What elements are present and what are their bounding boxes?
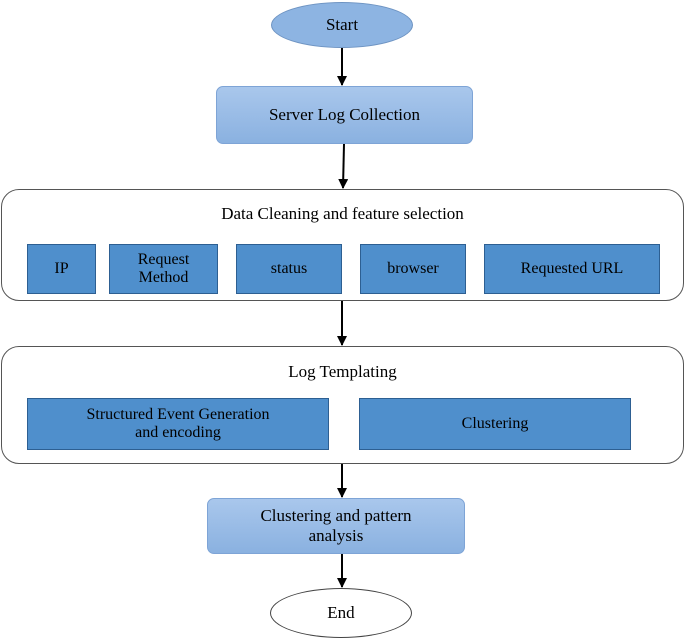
- server-log-collection-label: Server Log Collection: [268, 105, 421, 125]
- data-cleaning-title: Data Cleaning and feature selection: [221, 204, 464, 223]
- feature-request-method-label: Request Method: [137, 250, 190, 286]
- feature-ip: IP: [27, 244, 96, 294]
- feature-browser: browser: [360, 244, 466, 294]
- log-templating-title: Log Templating: [288, 362, 397, 381]
- feature-requested-url-label: Requested URL: [520, 259, 624, 277]
- pattern-analysis-node: Clustering and pattern analysis: [207, 498, 465, 554]
- end-label: End: [327, 603, 355, 623]
- feature-request-method: Request Method: [109, 244, 218, 294]
- end-node: End: [270, 588, 412, 638]
- structured-event-generation-label: Structured Event Generation and encoding: [86, 405, 270, 441]
- feature-status-label: status: [270, 259, 308, 277]
- feature-requested-url: Requested URL: [484, 244, 660, 294]
- start-node: Start: [271, 2, 413, 48]
- clustering-node: Clustering: [359, 398, 631, 450]
- structured-event-generation-node: Structured Event Generation and encoding: [27, 398, 329, 450]
- feature-status: status: [236, 244, 342, 294]
- pattern-analysis-label: Clustering and pattern analysis: [260, 506, 412, 545]
- server-log-collection-node: Server Log Collection: [216, 86, 473, 144]
- feature-ip-label: IP: [54, 259, 69, 277]
- feature-browser-label: browser: [387, 259, 439, 277]
- clustering-label: Clustering: [461, 414, 529, 432]
- arrow-collection-to-cleaning: [338, 143, 349, 189]
- start-label: Start: [325, 15, 359, 35]
